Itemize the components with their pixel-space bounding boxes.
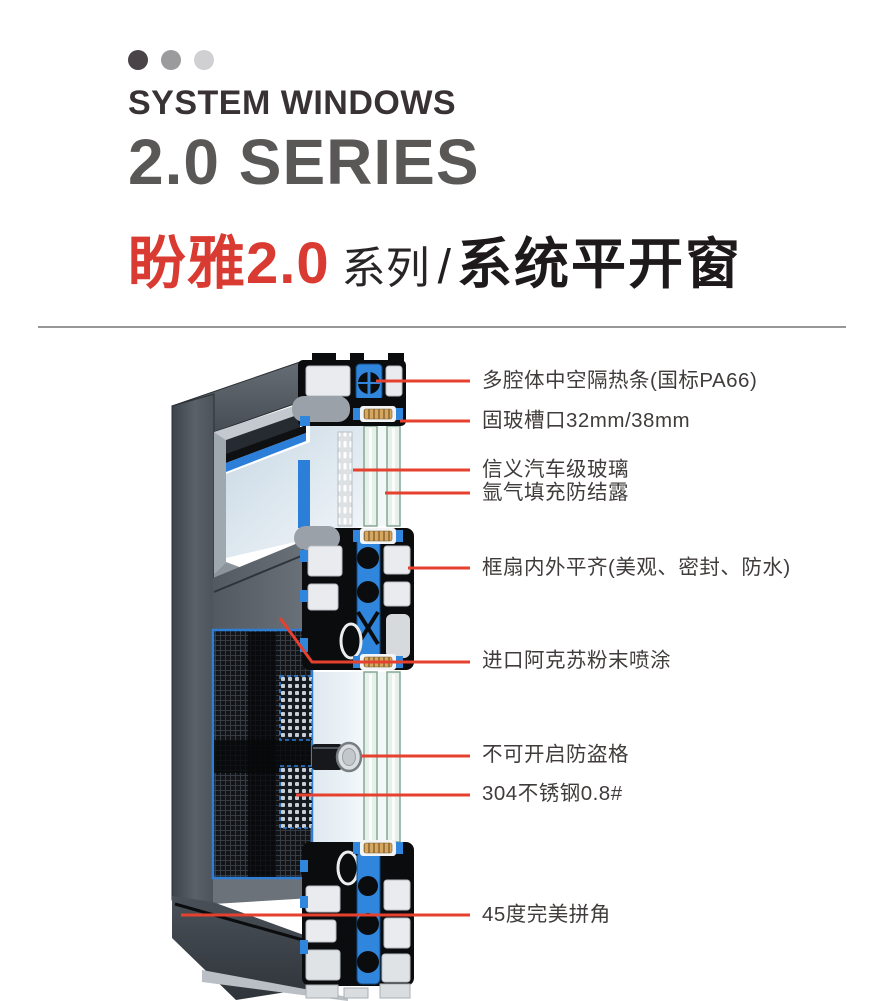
callout-label-argon: 氩气填充防结露	[482, 481, 629, 504]
divider-line	[38, 326, 846, 328]
header: SYSTEM WINDOWS 2.0 SERIES 盼雅2.0 系列 / 系统平…	[128, 50, 742, 300]
profile-middle-group	[294, 526, 414, 670]
dot-icon	[128, 50, 148, 70]
callout-label-mitre-joint: 45度完美拼角	[482, 903, 611, 926]
profile-bottom-group	[300, 842, 414, 999]
leader-lines-group	[181, 379, 470, 917]
kicker-title: SYSTEM WINDOWS	[128, 84, 457, 122]
mesh-screen-group	[211, 628, 314, 880]
callout-label-glass: 信义汽车级玻璃	[482, 458, 629, 481]
series-title: 2.0 SERIES	[128, 126, 480, 198]
product-name: 系统平开窗	[456, 233, 742, 295]
frame-group	[171, 361, 306, 909]
callout-label-thermal-strip: 多腔体中空隔热条(国标PA66)	[482, 369, 758, 392]
glass-group	[226, 425, 401, 843]
callout-label-glazing-slot: 固玻槽口32mm/38mm	[482, 409, 691, 432]
brand-name: 盼雅2.0	[128, 231, 330, 296]
leader-line-6	[278, 617, 470, 664]
callout-label-security-grid: 不可开启防盗格	[482, 743, 629, 766]
brand-suffix: 系列	[341, 244, 430, 293]
callout-label-stainless-steel: 304不锈钢0.8#	[482, 782, 623, 805]
separator-slash: /	[437, 241, 451, 294]
security-bar-group	[312, 741, 363, 773]
dot-icon	[194, 50, 214, 70]
callout-label-powder-coating: 进口阿克苏粉末喷涂	[482, 649, 671, 672]
callout-label-flush-frame: 框扇内外平齐(美观、密封、防水)	[482, 556, 791, 579]
glazing-gasket-group	[353, 406, 403, 856]
window-cross-section-illustration	[171, 353, 470, 1001]
product-title-line: 盼雅2.0 系列 / 系统平开窗	[128, 216, 742, 300]
dot-icon	[161, 50, 181, 70]
dots-row	[128, 50, 742, 70]
